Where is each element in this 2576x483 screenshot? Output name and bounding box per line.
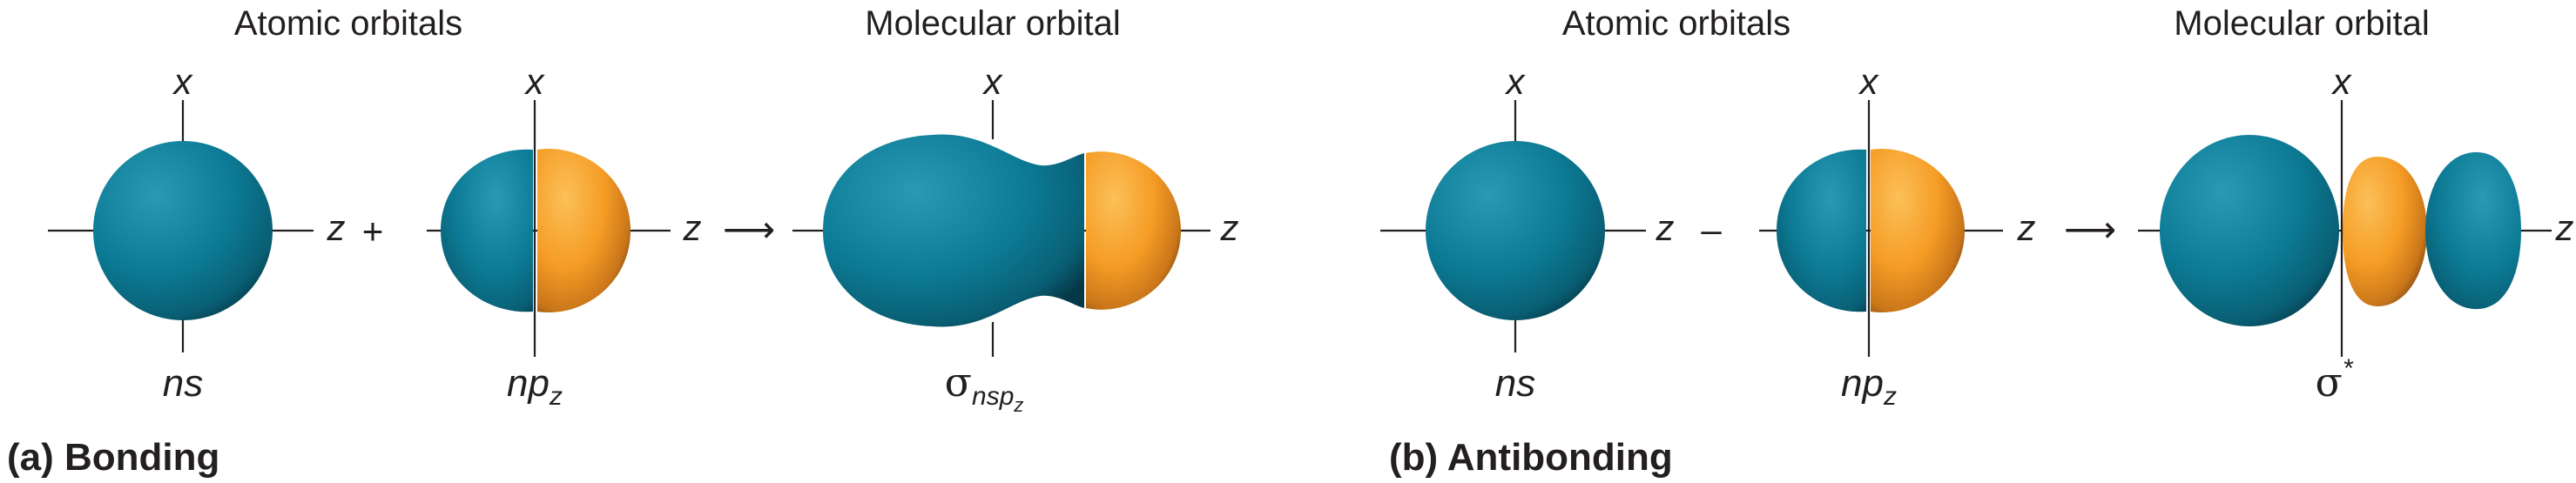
- plus-sign: +: [362, 211, 384, 252]
- sigma-z-label: z: [1220, 207, 1239, 248]
- npz-label-main: np: [507, 362, 550, 405]
- sigma-x-label: x: [982, 61, 1004, 102]
- ns-z-label: z: [327, 207, 346, 248]
- ab-npz-label-sub: z: [1883, 382, 1897, 411]
- sigma-star-blue-lobe-left: [2160, 135, 2339, 326]
- s-orbital-sphere: [93, 141, 273, 320]
- ab-sigma-z-label: z: [2555, 207, 2574, 248]
- ab-ns-z-label: z: [1656, 207, 1675, 248]
- antibonding-panel-label: (b) Antibonding: [1389, 436, 1673, 479]
- antibonding-npz-orbital: x z: [1759, 61, 2036, 357]
- npz-blue-lobe: [441, 149, 533, 312]
- ab-sigma-x-label: x: [2331, 61, 2353, 102]
- ns-x-label: x: [172, 61, 194, 102]
- reaction-arrow: ⟶: [723, 209, 775, 250]
- npz-x-label: x: [524, 61, 546, 102]
- sigma-star-symbol: σ: [2315, 359, 2342, 406]
- bonding-panel: Atomic orbitals Molecular orbital x z + …: [7, 4, 1239, 479]
- sigma-nspz-label: σnspz: [945, 359, 1024, 416]
- antibonding-ns-orbital: x z: [1380, 61, 1675, 352]
- sigma-sub: nsp: [972, 382, 1014, 411]
- bonding-atomic-heading: Atomic orbitals: [234, 4, 462, 43]
- bonding-molecular-heading: Molecular orbital: [865, 4, 1120, 43]
- sigma-star-label: σ*: [2315, 354, 2353, 406]
- ab-npz-label: npz: [1841, 362, 1897, 411]
- bonding-sigma-orbital: x z: [792, 61, 1239, 357]
- ns-label: ns: [163, 362, 203, 405]
- ab-ns-x-label: x: [1505, 61, 1527, 102]
- antibonding-sigma-star-orbital: x z: [2138, 61, 2574, 357]
- sigma-star-orange-lobe: [2343, 157, 2427, 306]
- ab-reaction-arrow: ⟶: [2064, 209, 2116, 250]
- ab-s-orbital-sphere: [1426, 141, 1605, 320]
- npz-label: npz: [507, 362, 563, 411]
- ab-npz-label-main: np: [1841, 362, 1884, 405]
- minus-sign: –: [1701, 209, 1722, 250]
- sigma-symbol: σ: [945, 359, 972, 406]
- ab-npz-blue-lobe: [1777, 149, 1866, 312]
- sigma-subsub: z: [1013, 394, 1023, 416]
- ab-ns-label: ns: [1495, 362, 1535, 405]
- npz-label-sub: z: [549, 382, 563, 411]
- ab-npz-z-label: z: [2017, 207, 2036, 248]
- bonding-panel-label: (a) Bonding: [7, 436, 219, 479]
- npz-z-label: z: [683, 207, 702, 248]
- sigma-blue-lobe: [823, 134, 1084, 327]
- ab-npz-orange-lobe: [1871, 149, 1965, 312]
- bonding-npz-orbital: x z: [427, 61, 702, 357]
- antibonding-molecular-heading: Molecular orbital: [2174, 4, 2429, 43]
- antibonding-atomic-heading: Atomic orbitals: [1562, 4, 1790, 43]
- npz-orange-lobe: [537, 149, 631, 312]
- sigma-star-sup: *: [2343, 354, 2354, 383]
- ab-npz-x-label: x: [1858, 61, 1880, 102]
- bonding-ns-orbital: x z: [48, 61, 346, 352]
- sigma-orange-lobe: [1086, 151, 1181, 310]
- antibonding-panel: Atomic orbitals Molecular orbital x z – …: [1380, 4, 2574, 479]
- sigma-star-blue-lobe-right: [2425, 151, 2521, 310]
